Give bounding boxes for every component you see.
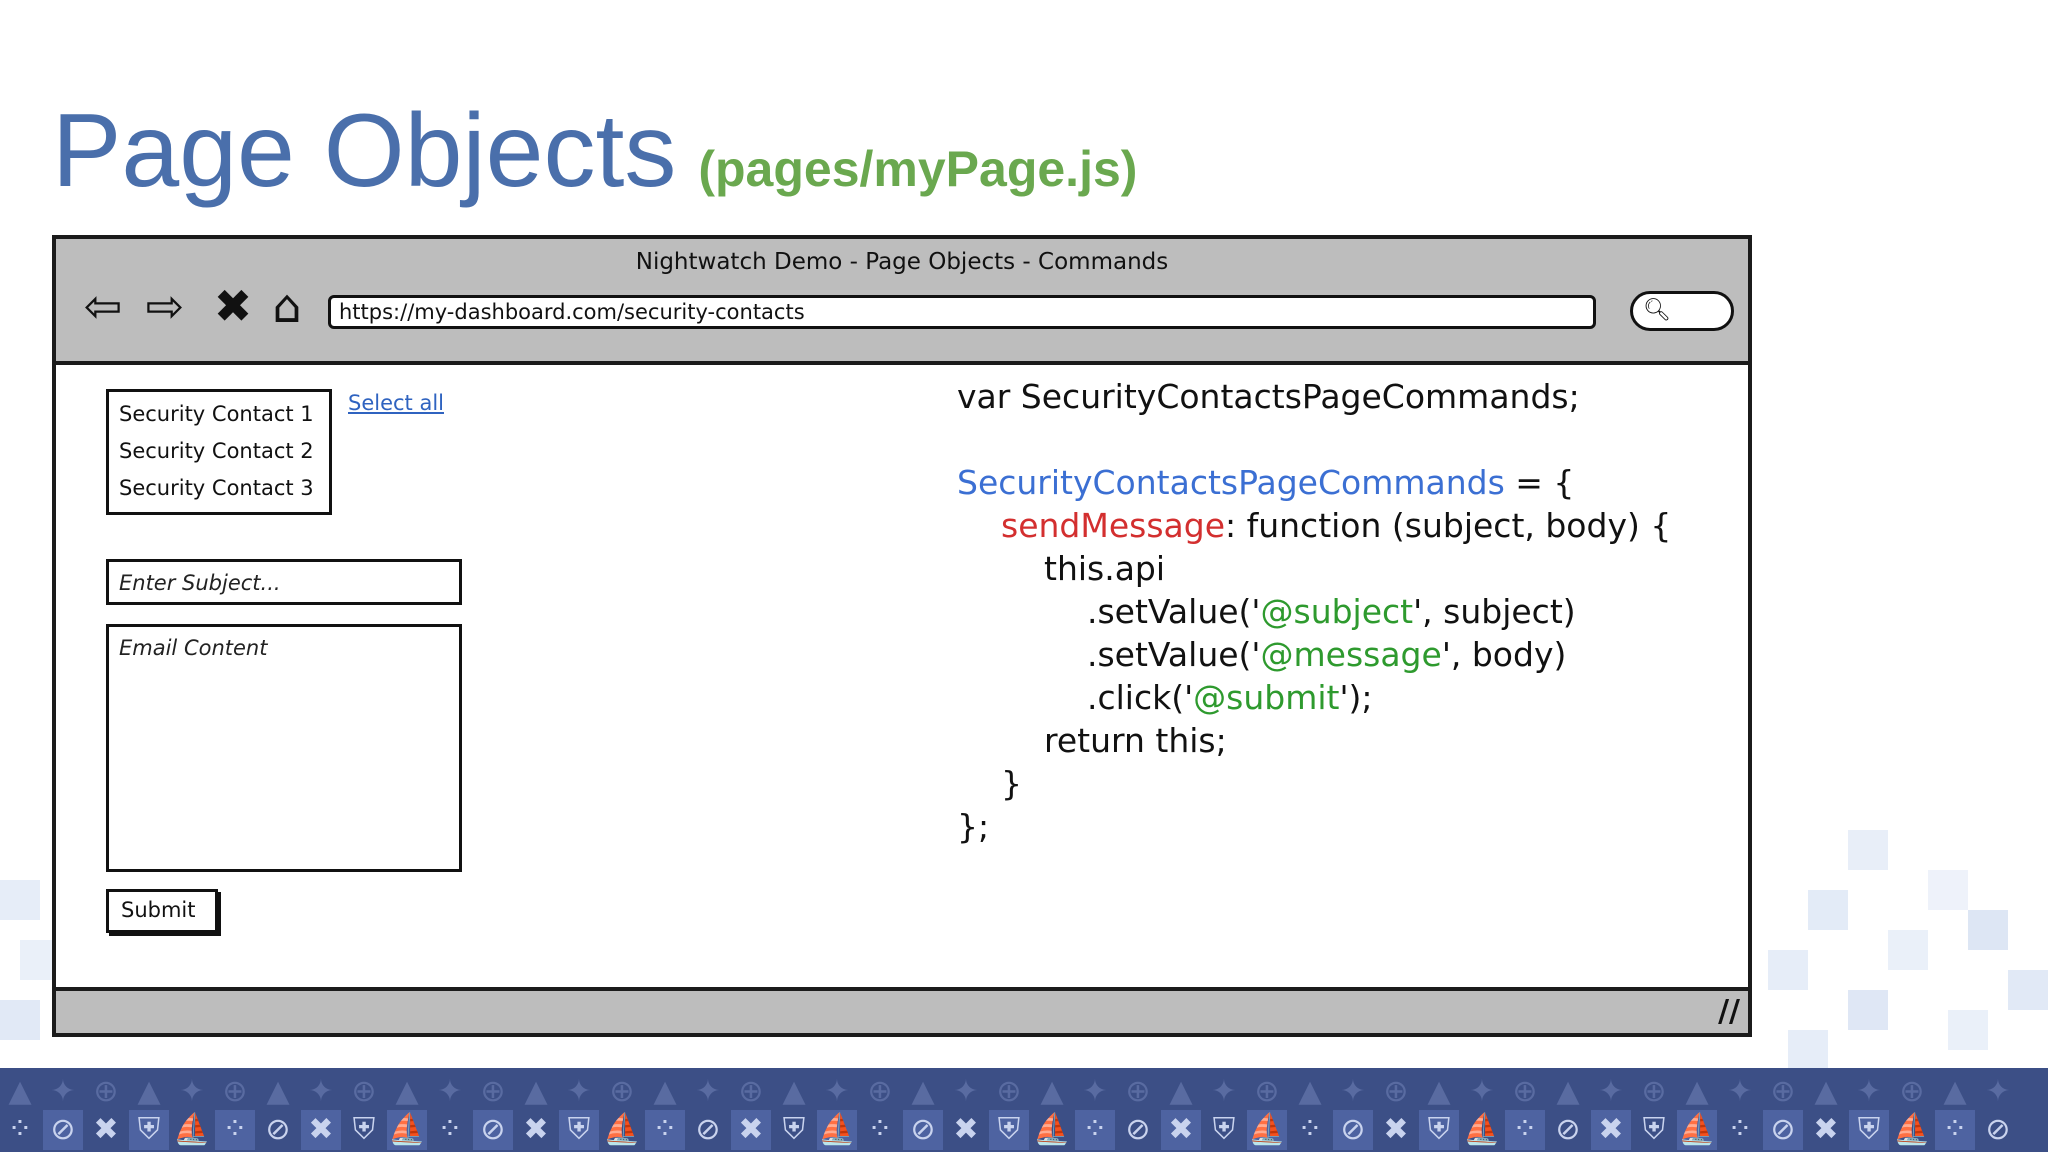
decorative-band-icon-row: ⁘⊘✖⛨⛵⁘⊘✖⛨⛵⁘⊘✖⛨⛵⁘⊘✖⛨⛵⁘⊘✖⛨⛵⁘⊘✖⛨⛵⁘⊘✖⛨⛵⁘⊘✖⛨⛵… bbox=[0, 1110, 2048, 1150]
code-line-5: this.api bbox=[1044, 549, 1166, 588]
code-line-7: .setValue('@message', body) bbox=[957, 633, 1671, 676]
window-title: Nightwatch Demo - Page Objects - Command… bbox=[635, 249, 1169, 275]
decorative-checker-pattern bbox=[1768, 830, 2048, 1070]
slide-title: Page Objects (pages/myPage.js) bbox=[52, 92, 1137, 211]
close-icon[interactable]: ✖ bbox=[213, 279, 253, 333]
code-line-11: }; bbox=[957, 807, 990, 846]
decorative-band-ghost-row: ▲✦⊕▲✦⊕▲✦⊕▲✦⊕▲✦⊕▲✦⊕▲✦⊕▲✦⊕▲✦⊕▲✦⊕▲✦⊕▲✦⊕▲✦⊕▲… bbox=[8, 1074, 2011, 1109]
back-arrow-icon[interactable]: ⇦ bbox=[83, 279, 123, 333]
code-line-blank bbox=[957, 418, 1671, 461]
code-line-9: return this; bbox=[1044, 721, 1227, 760]
browser-status-bar: // bbox=[56, 987, 1748, 1033]
code-text: '); bbox=[1339, 678, 1373, 717]
subject-input[interactable]: Enter Subject... bbox=[106, 559, 462, 605]
resize-grip-icon[interactable]: // bbox=[1718, 994, 1740, 1029]
list-item[interactable]: Security Contact 3 bbox=[119, 476, 314, 500]
decorative-checker-pattern-left bbox=[0, 880, 60, 1040]
code-text: ', subject) bbox=[1413, 592, 1576, 631]
code-line-3: SecurityContactsPageCommands = { bbox=[957, 461, 1671, 504]
submit-button[interactable]: Submit bbox=[106, 889, 218, 933]
code-identifier: SecurityContactsPageCommands bbox=[957, 463, 1505, 502]
code-listing: var SecurityContactsPageCommands; Securi… bbox=[957, 375, 1671, 848]
code-line-6: .setValue('@subject', subject) bbox=[957, 590, 1671, 633]
decorative-footer-band: ▲✦⊕▲✦⊕▲✦⊕▲✦⊕▲✦⊕▲✦⊕▲✦⊕▲✦⊕▲✦⊕▲✦⊕▲✦⊕▲✦⊕▲✦⊕▲… bbox=[0, 1068, 2048, 1152]
code-text: = { bbox=[1504, 463, 1575, 502]
code-text: : function (subject, body) { bbox=[1225, 506, 1672, 545]
code-line-4: sendMessage: function (subject, body) { bbox=[957, 504, 1671, 547]
code-text: ', body) bbox=[1441, 635, 1567, 674]
code-line-1: var SecurityContactsPageCommands; bbox=[957, 377, 1580, 416]
slide-subtitle: (pages/myPage.js) bbox=[698, 141, 1138, 197]
slide-title-main: Page Objects bbox=[52, 93, 677, 209]
code-selector: @submit bbox=[1193, 678, 1340, 717]
list-item[interactable]: Security Contact 2 bbox=[119, 439, 314, 463]
code-text: .setValue(' bbox=[1087, 635, 1261, 674]
browser-window: Nightwatch Demo - Page Objects - Command… bbox=[52, 235, 1752, 1037]
code-key: sendMessage bbox=[1001, 506, 1225, 545]
code-line-10: } bbox=[1001, 764, 1022, 803]
select-all-link[interactable]: Select all bbox=[348, 391, 444, 415]
code-line-8: .click('@submit'); bbox=[957, 676, 1671, 719]
code-text: .setValue(' bbox=[1087, 592, 1261, 631]
address-bar[interactable]: https://my-dashboard.com/security-contac… bbox=[328, 295, 1596, 329]
search-field[interactable]: 🔍︎ bbox=[1630, 291, 1734, 331]
browser-toolbar: Nightwatch Demo - Page Objects - Command… bbox=[56, 239, 1748, 365]
search-icon: 🔍︎ bbox=[1643, 298, 1671, 323]
code-selector: @message bbox=[1260, 635, 1442, 674]
list-item[interactable]: Security Contact 1 bbox=[119, 402, 314, 426]
forward-arrow-icon[interactable]: ⇨ bbox=[145, 279, 185, 333]
email-content-textarea[interactable]: Email Content bbox=[106, 624, 462, 872]
home-icon[interactable]: ⌂ bbox=[272, 279, 302, 333]
code-text: .click(' bbox=[1087, 678, 1194, 717]
code-selector: @subject bbox=[1260, 592, 1414, 631]
security-contact-list[interactable]: Security Contact 1 Security Contact 2 Se… bbox=[106, 389, 332, 515]
